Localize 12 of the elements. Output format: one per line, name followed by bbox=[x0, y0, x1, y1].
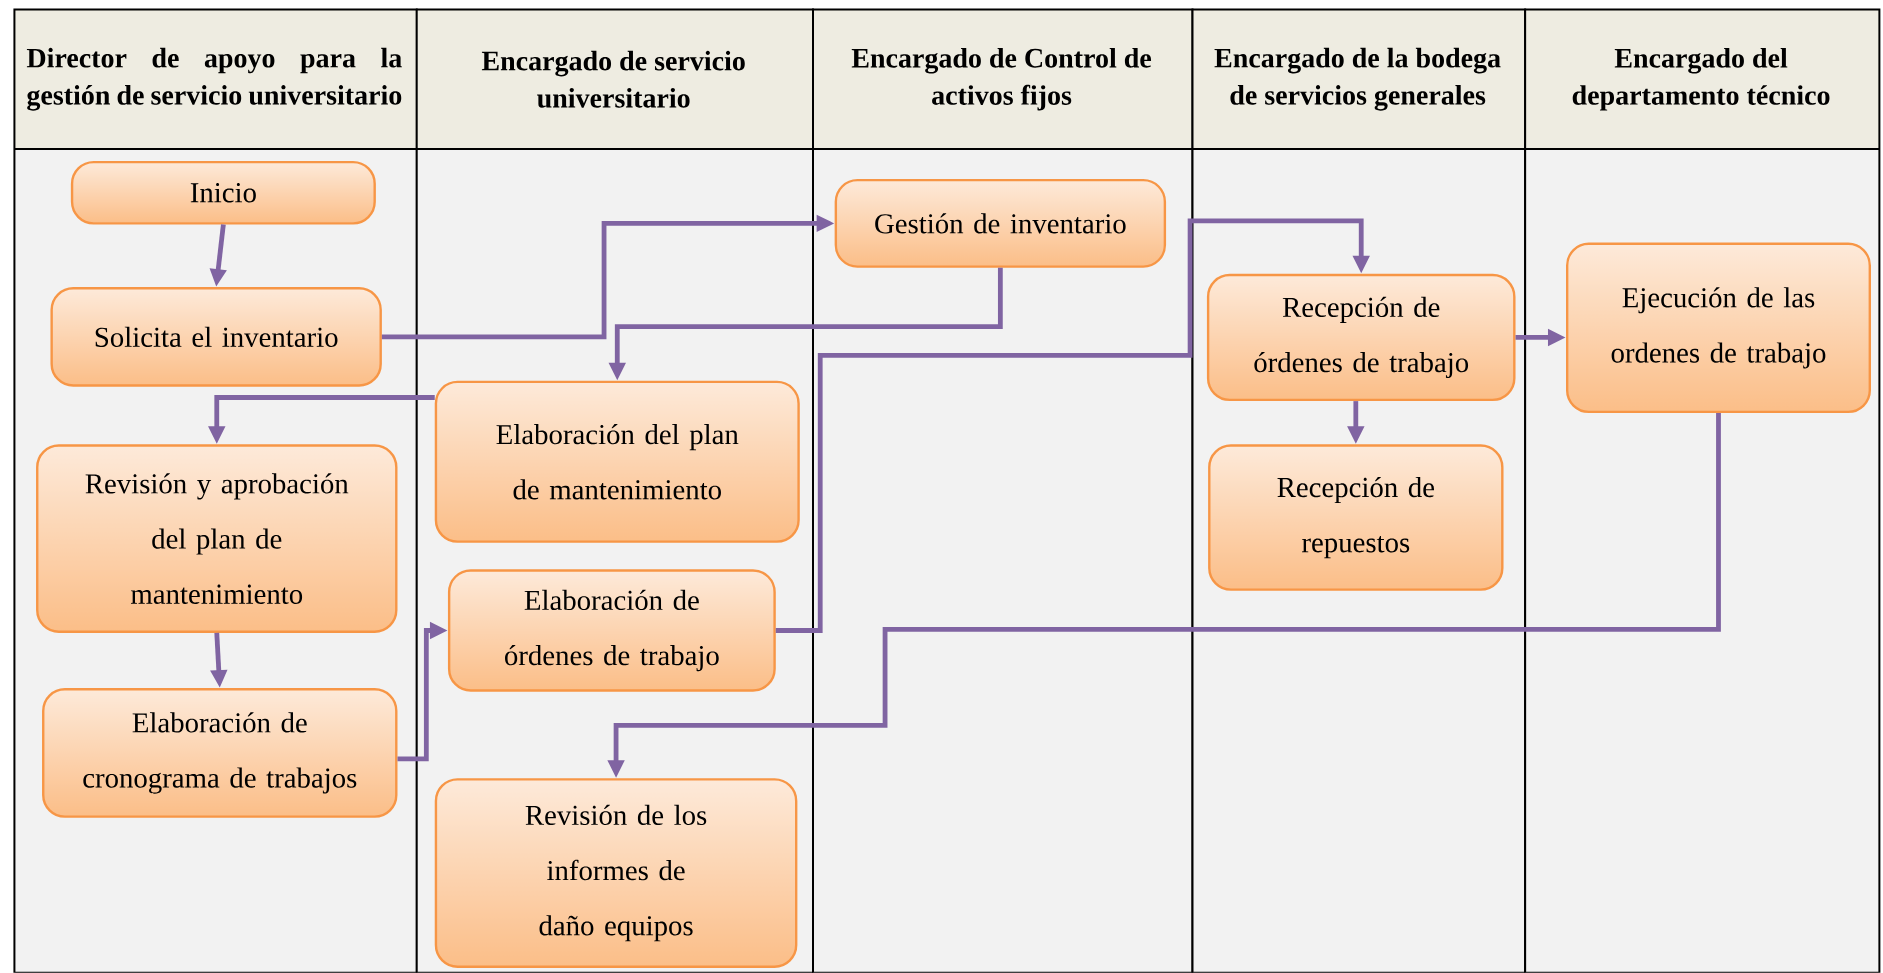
arrow bbox=[775, 218, 1370, 633]
process-box: Revisión y aprobación del plan de mantenimiento bbox=[36, 444, 398, 634]
process-box: Recepción de repuestos bbox=[1208, 444, 1504, 591]
process-box: Inicio bbox=[70, 161, 376, 225]
process-box: Gestión de inventario bbox=[834, 179, 1167, 268]
process-box: Elaboración de órdenes de trabajo bbox=[447, 569, 776, 692]
process-box: Solicita el inventario bbox=[50, 287, 382, 387]
process-box: Ejecución de las ordenes de trabajo bbox=[1565, 242, 1871, 414]
process-box: Elaboración de cronograma de trabajos bbox=[42, 688, 398, 818]
process-box: Recepción de órdenes de trabajo bbox=[1206, 273, 1516, 402]
process-box: Revisión de los informes de daño equipos bbox=[434, 778, 798, 969]
process-box: Elaboración del plan de mantenimiento bbox=[434, 380, 800, 543]
